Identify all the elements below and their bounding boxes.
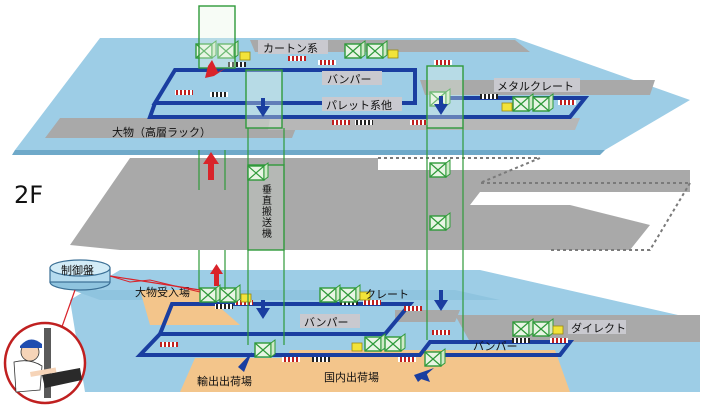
operator-illustration <box>3 321 87 405</box>
label-large-rack: 大物（高層ラック） <box>112 125 211 139</box>
label-metal-crate: メタルクレート <box>497 80 574 93</box>
label-export: 輸出出荷場 <box>197 374 252 388</box>
label-lift-1: 垂直搬送機 <box>262 184 272 240</box>
label-bumper-bottom: バンパー <box>304 316 349 329</box>
label-receiving: 大物受入場 <box>135 285 190 299</box>
label-control-panel: 制御盤 <box>61 263 94 277</box>
label-carton: カートン系 <box>263 42 318 55</box>
flow-arrows <box>203 60 448 382</box>
label-bumper-top: バンパー <box>327 73 372 86</box>
label-domestic: 国内出荷場 <box>324 370 379 384</box>
top-labels: カートン系 バンパー メタルクレート パレット系他 大物（高層ラック） <box>112 40 580 139</box>
label-crate: クレート <box>365 288 409 301</box>
label-bumper-bottom-2: バンパー <box>473 340 518 353</box>
middle-floor: 2F <box>14 157 691 251</box>
control-panel: 制御盤 <box>49 259 201 339</box>
bottom-labels: 大物受入場 クレート バンパー ダイレクト バンパー 輸出出荷場 国内出荷場 <box>135 285 626 388</box>
label-direct: ダイレクト <box>571 321 626 335</box>
lift-shafts: 垂直搬送機 <box>198 5 464 345</box>
floor-label: 2F <box>14 181 43 209</box>
label-pallet: パレット系他 <box>326 99 392 112</box>
